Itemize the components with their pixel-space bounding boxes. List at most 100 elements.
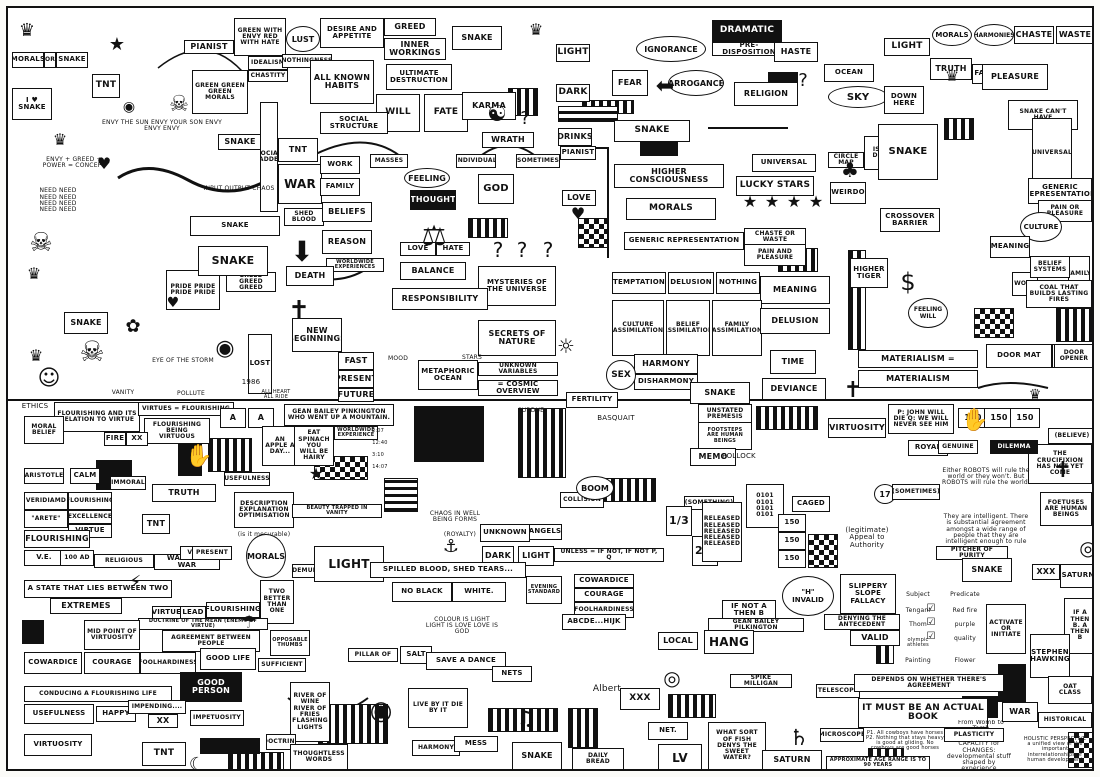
label-being-virtuous: FLOURISHING BEING VIRTUOUS: [144, 418, 210, 444]
label-angels: ANGELS: [528, 524, 562, 540]
label-belief-systems: BELIEF SYSTEMS: [1030, 256, 1070, 278]
label-impetuosity: IMPETUOSITY: [190, 710, 244, 726]
label-evening-standard: EVENING STANDARD: [526, 576, 562, 604]
label-harmony-2: HARMONY: [412, 740, 460, 756]
label-red-fire: Red fire: [952, 606, 978, 614]
label-inner-workings: INNER WORKINGS: [384, 38, 446, 60]
decorative-block: [414, 406, 484, 462]
label-masses: MASSES: [370, 154, 408, 168]
label-truth-1: TRUTH: [930, 58, 972, 80]
label-unknown: UNKNOWN: [480, 524, 530, 542]
label-state-between: A STATE THAT LIES BETWEEN TWO: [24, 580, 172, 598]
label-dilemma: DILEMMA: [990, 440, 1038, 454]
label-snake-3: SNAKE: [218, 134, 262, 150]
label-p-john: P: JOHN WILL DIE Q: WE WILL NEVER SEE HI…: [888, 404, 954, 434]
label-100-ad: 100 AD: [60, 550, 94, 566]
label-hate: HATE: [436, 242, 470, 256]
label-depends: DEPENDS ON WHETHER THERE'S AGREEMENT: [854, 674, 1004, 692]
label-culture-assim: CULTURE ASSIMILATION: [612, 300, 664, 356]
decorative-block: [228, 752, 284, 769]
label-morals-1: MORALS: [12, 52, 44, 68]
crown-icon: ♛: [52, 130, 68, 149]
label-description: DESCRIPTION EXPLANATION OPTIMISATION: [234, 492, 294, 528]
label-1986: 1986: [241, 378, 261, 387]
label-xxx-1: XXX: [1032, 564, 1060, 580]
label-snake-row: SNAKE: [190, 216, 280, 236]
label-war-1: WAR: [278, 164, 322, 204]
label-delusion-2: DELUSION: [760, 308, 830, 334]
label-coal: COAL THAT BUILDS LASTING FIRES: [1026, 280, 1092, 308]
label-sometimes-1: SOMETIMES: [516, 154, 560, 168]
label-spike: SPIKE MILLIGAN: [730, 674, 792, 688]
label-envy-greed-power: ENVY + GREED + POWER = CONCEPT: [42, 155, 106, 169]
check-icon: ☑: [926, 617, 936, 628]
label-love-1: LOVE: [562, 190, 596, 206]
label-subdue: SUBDUE: [517, 406, 545, 414]
label-flourishing-virtue: FLOURISHING AND ITS RELATION TO VIRTUE: [54, 402, 140, 432]
label-pride: PRIDE PRIDE PRIDE PRIDE: [166, 270, 220, 310]
label-date-12: 12:40: [372, 440, 388, 447]
question-icon: ?: [516, 238, 528, 262]
label-live-by-it: LIVE BY IT DIE BY IT: [408, 688, 468, 728]
label-ethics: ETHICS: [21, 402, 49, 411]
label-flourishing-1: FLOURISHING: [68, 492, 112, 510]
label-universal-1: UNIVERSAL: [752, 154, 816, 172]
label-unstated-premesis: UNSTATED PREMESIS: [698, 404, 752, 424]
label-snake-1: SNAKE: [56, 52, 88, 68]
label-xx-2: XX: [148, 714, 178, 728]
label-a-1: A: [220, 408, 246, 428]
label-saturn-1: SATURN: [1060, 564, 1092, 588]
decorative-block: [518, 408, 566, 478]
label-slippery-slope: SLIPPERY SLOPE FALLACY: [840, 574, 896, 614]
label-idealism: IDEALISM: [248, 56, 288, 70]
label-foetuses: FOETUSES ARE HUMAN BEINGS: [1040, 492, 1092, 526]
label-immoral: IMMORAL: [110, 476, 146, 490]
label-morals-2: MORALS: [932, 24, 972, 46]
label-death: DEATH: [286, 266, 334, 286]
label-shed-blood: SHED BLOOD: [284, 208, 324, 226]
label-eye-storm: EYE OF THE STORM: [152, 356, 214, 364]
label-what-sort: WHAT SORT OF FISH DENYS THE SWEET WATER?: [708, 722, 766, 769]
label-usefulness-1: USEFULNESS: [224, 472, 270, 486]
label-sky: SKY: [828, 86, 888, 108]
label-tnt-2: TNT: [278, 138, 318, 162]
label-individual: INDIVIDUAL: [456, 154, 496, 168]
label-pianist-2: PIANIST: [560, 146, 596, 160]
star-icon: ★: [108, 34, 126, 55]
decorative-block: [468, 218, 508, 238]
label-capacity: CAPACITY for CHANGES: developmental stuf…: [946, 742, 1012, 771]
decorative-block: [944, 118, 974, 140]
label-courage-2: COURAGE: [84, 652, 140, 674]
label-denying: DENYING THE ANTECEDENT: [824, 614, 900, 630]
label-religious: RELIGIOUS: [94, 554, 154, 568]
label-metaphoric-ocean: METAPHORIC OCEAN: [418, 360, 478, 390]
label-cosmic-overview: = COSMIC OVERVIEW: [478, 380, 558, 396]
label-arete: "ARETE": [24, 510, 68, 528]
label-pollock: POLLOCK: [722, 452, 756, 461]
label-green-envy: GREEN WITH ENVY RED WITH HATE: [234, 18, 286, 56]
label-150-6: 150: [778, 550, 806, 568]
label-snake-6: SNAKE: [198, 246, 268, 276]
label-lucky-stars: LUCKY STARS: [736, 176, 814, 196]
check-icon: ☑: [926, 603, 936, 614]
label-door-opener: DOOR OPENER: [1054, 344, 1092, 368]
label-waste-1: WASTE: [1056, 26, 1092, 44]
label-quality: quality: [954, 634, 976, 642]
label-arrogance: ARROGANCE: [668, 70, 724, 96]
crown-icon: ♛: [28, 346, 44, 365]
eye-icon: ◉: [122, 99, 136, 115]
label-ultimate-destruction: ULTIMATE DESTRUCTION: [386, 64, 452, 90]
label-materialism: MATERIALISM =: [858, 350, 978, 368]
label-thoughtless: THOUGHTLESS WORDS: [290, 744, 348, 769]
skull-icon: ☠: [29, 228, 53, 258]
label-basquait: BASQUAIT: [597, 414, 635, 423]
label-lust: LUST: [286, 26, 320, 52]
question-icon: ?: [492, 238, 504, 262]
label-painting: Painting: [905, 656, 931, 664]
label-mid-point: MID POINT OF VIRTUOSITY: [84, 620, 140, 650]
label-drinks: DRINKS: [558, 128, 592, 146]
label-beauty-trapped: BEAUTY TRAPPED IN VANITY: [292, 504, 382, 518]
label-oat-class: OAT CLASS: [1048, 676, 1092, 704]
crown-icon: ♛: [528, 20, 544, 39]
